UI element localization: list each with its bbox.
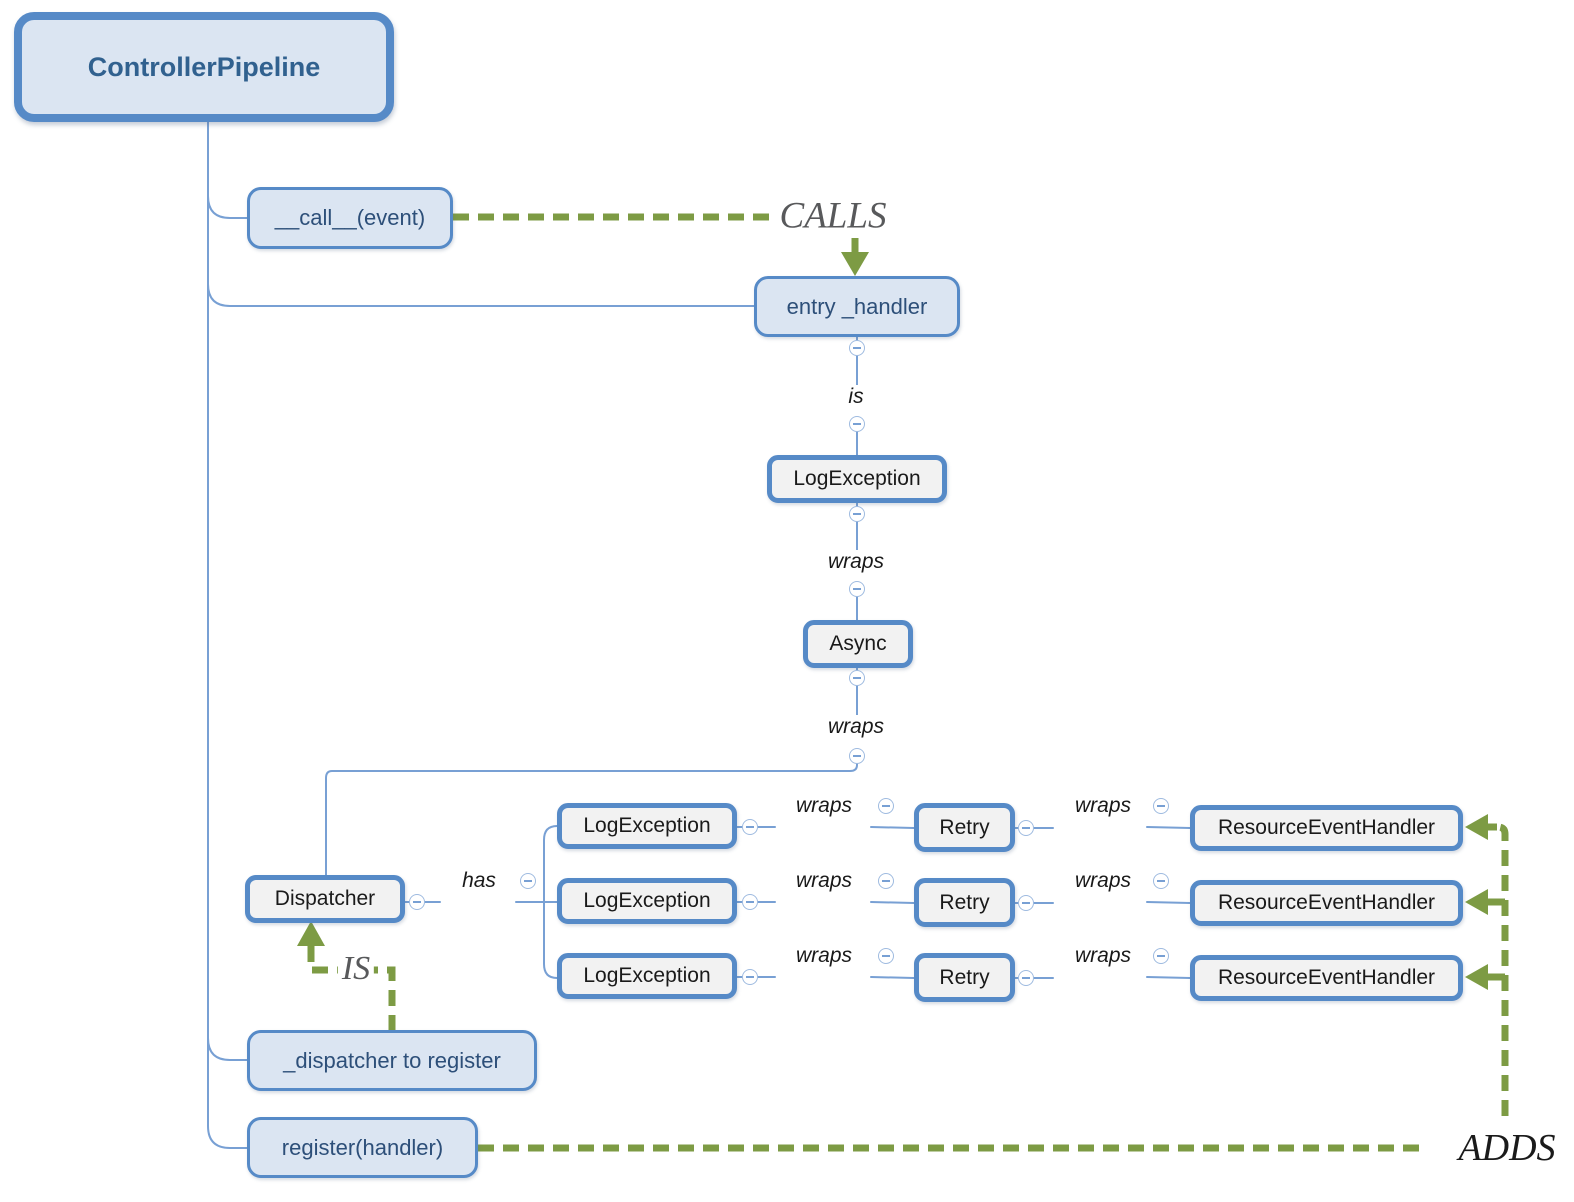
collapse-icon[interactable]	[878, 873, 894, 889]
node-call-event[interactable]: __call__(event)	[247, 187, 453, 249]
collapse-icon[interactable]	[742, 894, 758, 910]
node-retry-row3[interactable]: Retry	[914, 953, 1015, 1002]
relation-label-wraps-row2b: wraps	[1071, 869, 1135, 893]
relation-label-wraps-1: wraps	[824, 550, 888, 574]
node-dispatcher[interactable]: Dispatcher	[245, 875, 405, 923]
node-dispatcher-to-register[interactable]: _dispatcher to register	[247, 1030, 537, 1091]
collapse-icon[interactable]	[1153, 798, 1169, 814]
relation-label-has: has	[459, 869, 499, 893]
relation-label-wraps-row1a: wraps	[792, 794, 856, 818]
node-log-exception-main[interactable]: LogException	[767, 455, 947, 503]
collapse-icon[interactable]	[849, 670, 865, 686]
collapse-icon[interactable]	[1018, 820, 1034, 836]
collapse-icon[interactable]	[1153, 948, 1169, 964]
collapse-icon[interactable]	[409, 894, 425, 910]
relation-label-wraps-row3a: wraps	[792, 944, 856, 968]
collapse-icon[interactable]	[878, 948, 894, 964]
node-register-handler[interactable]: register(handler)	[247, 1117, 478, 1178]
relation-label-is: is	[845, 385, 867, 409]
collapse-icon[interactable]	[1018, 895, 1034, 911]
relation-label-wraps-row1b: wraps	[1071, 794, 1135, 818]
collapse-icon[interactable]	[878, 798, 894, 814]
node-controller-pipeline[interactable]: ControllerPipeline	[14, 12, 394, 122]
relation-arrow-stems	[307, 238, 1505, 981]
node-retry-row2[interactable]: Retry	[914, 878, 1015, 927]
node-entry-handler[interactable]: entry _handler	[754, 276, 960, 337]
collapse-icon[interactable]	[520, 873, 536, 889]
node-log-exception-row2[interactable]: LogException	[557, 878, 737, 924]
collapse-icon[interactable]	[1018, 970, 1034, 986]
edge-label-adds: ADDS	[1454, 1126, 1560, 1170]
collapse-icon[interactable]	[849, 416, 865, 432]
relation-arrowheads	[297, 252, 1488, 990]
collapse-icon[interactable]	[742, 969, 758, 985]
collapse-icon[interactable]	[849, 340, 865, 356]
relation-label-wraps-row2a: wraps	[792, 869, 856, 893]
collapse-icon[interactable]	[1153, 873, 1169, 889]
collapse-icon[interactable]	[849, 506, 865, 522]
node-log-exception-row3[interactable]: LogException	[557, 953, 737, 999]
relation-edges-dashed	[307, 213, 1509, 1152]
node-async[interactable]: Async	[803, 620, 913, 668]
collapse-icon[interactable]	[849, 748, 865, 764]
collapse-icon[interactable]	[742, 819, 758, 835]
edge-label-calls: CALLS	[775, 194, 891, 238]
relation-label-wraps-row3b: wraps	[1071, 944, 1135, 968]
edge-label-is: IS	[337, 950, 375, 988]
node-resource-event-handler-row2[interactable]: ResourceEventHandler	[1190, 880, 1463, 926]
node-log-exception-row1[interactable]: LogException	[557, 803, 737, 849]
collapse-icon[interactable]	[849, 581, 865, 597]
node-resource-event-handler-row3[interactable]: ResourceEventHandler	[1190, 955, 1463, 1001]
node-resource-event-handler-row1[interactable]: ResourceEventHandler	[1190, 805, 1463, 851]
node-retry-row1[interactable]: Retry	[914, 803, 1015, 852]
relation-label-wraps-2: wraps	[824, 715, 888, 739]
